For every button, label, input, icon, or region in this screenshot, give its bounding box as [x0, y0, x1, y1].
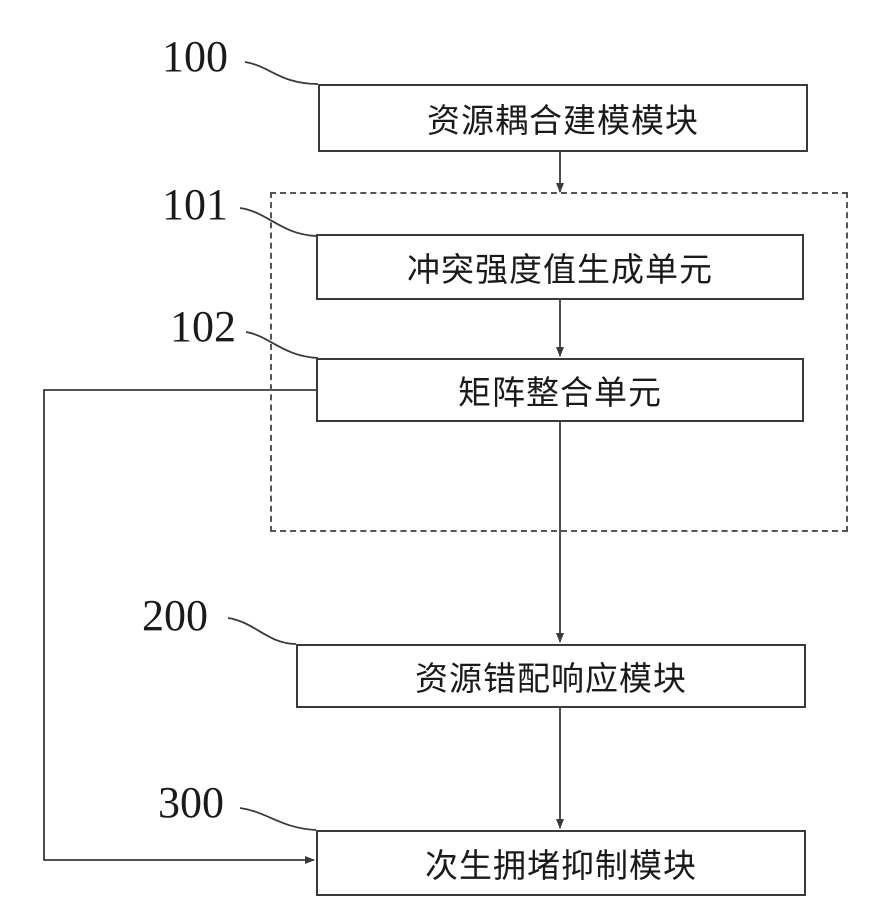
ref-101: 101: [162, 183, 228, 227]
module-300-label: 次生拥堵抑制模块: [425, 839, 697, 887]
ref-300: 300: [158, 781, 224, 825]
unit-101-label: 冲突强度值生成单元: [407, 243, 713, 291]
module-200-label: 资源错配响应模块: [415, 652, 687, 700]
module-300-box: 次生拥堵抑制模块: [316, 830, 806, 896]
module-100-box: 资源耦合建模模块: [318, 84, 808, 152]
module-200-box: 资源错配响应模块: [296, 644, 806, 708]
unit-101-box: 冲突强度值生成单元: [316, 234, 804, 300]
ref-102: 102: [170, 305, 236, 349]
module-100-label: 资源耦合建模模块: [427, 94, 699, 142]
leader-100: [245, 62, 318, 84]
leader-200: [228, 618, 296, 644]
ref-200: 200: [142, 594, 208, 638]
unit-102-box: 矩阵整合单元: [316, 358, 804, 422]
ref-100: 100: [162, 35, 228, 79]
unit-102-label: 矩阵整合单元: [458, 366, 662, 414]
leader-300: [240, 808, 316, 830]
